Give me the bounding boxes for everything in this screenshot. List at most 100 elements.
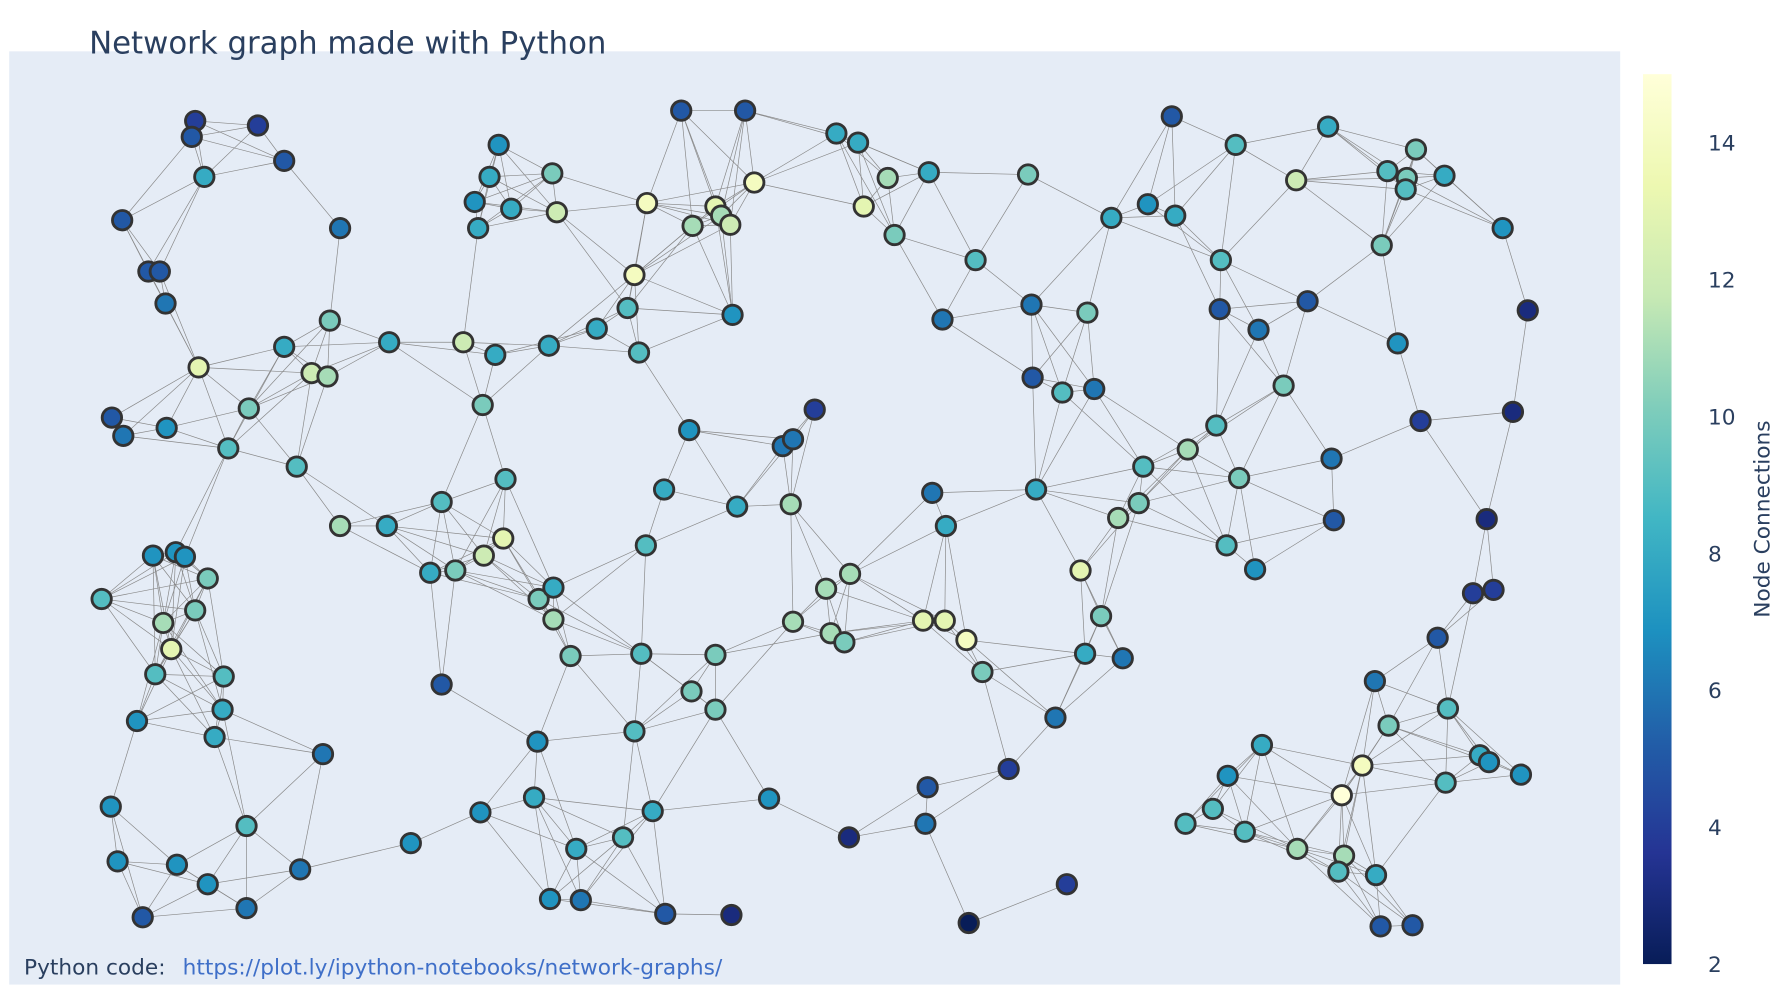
graph-node[interactable] (803, 398, 826, 421)
graph-node[interactable] (781, 610, 805, 633)
graph-node[interactable] (90, 587, 113, 611)
graph-node[interactable] (720, 903, 743, 927)
graph-node[interactable] (1377, 714, 1400, 737)
graph-node[interactable] (1477, 751, 1501, 774)
graph-node[interactable] (99, 795, 122, 818)
graph-node[interactable] (654, 902, 677, 925)
graph-node[interactable] (289, 858, 312, 881)
graph-node[interactable] (484, 343, 507, 366)
graph-node[interactable] (193, 165, 216, 188)
graph-node[interactable] (635, 191, 659, 215)
graph-node[interactable] (235, 897, 258, 920)
graph-node[interactable] (1021, 366, 1044, 389)
graph-node[interactable] (964, 249, 987, 272)
graph-node[interactable] (1322, 509, 1345, 532)
graph-node[interactable] (781, 428, 805, 451)
graph-node[interactable] (165, 853, 189, 876)
graph-node[interactable] (997, 757, 1020, 781)
graph-node[interactable] (494, 468, 517, 491)
graph-node[interactable] (757, 787, 781, 810)
graph-node[interactable] (1020, 293, 1043, 316)
graph-node[interactable] (681, 214, 704, 238)
graph-node[interactable] (1016, 163, 1040, 186)
graph-node[interactable] (430, 490, 453, 514)
graph-node[interactable] (917, 161, 940, 184)
graph-node[interactable] (160, 638, 183, 661)
graph-node[interactable] (585, 317, 608, 340)
graph-node[interactable] (328, 514, 352, 538)
graph-node[interactable] (196, 873, 219, 896)
graph-node[interactable] (522, 786, 546, 809)
graph-node[interactable] (492, 527, 515, 550)
graph-node[interactable] (452, 331, 475, 354)
graph-node[interactable] (527, 587, 550, 611)
graph-node[interactable] (1055, 873, 1078, 896)
graph-node[interactable] (1320, 447, 1343, 470)
graph-node[interactable] (1176, 438, 1199, 461)
graph-node[interactable] (623, 720, 646, 743)
graph-node[interactable] (634, 534, 657, 557)
graph-node[interactable] (487, 133, 510, 157)
graph-node[interactable] (825, 122, 848, 145)
graph-node[interactable] (971, 660, 994, 684)
graph-node[interactable] (500, 197, 523, 220)
graph-node[interactable] (743, 171, 766, 194)
graph-node[interactable] (1247, 318, 1270, 341)
graph-node[interactable] (378, 331, 401, 354)
graph-node[interactable] (537, 334, 560, 357)
graph-node[interactable] (1394, 178, 1417, 201)
graph-node[interactable] (311, 743, 335, 766)
graph-node[interactable] (471, 393, 494, 417)
graph-node[interactable] (1426, 626, 1449, 649)
graph-node[interactable] (1272, 374, 1295, 397)
graph-node[interactable] (883, 223, 906, 247)
graph-node[interactable] (1127, 492, 1150, 515)
graph-node[interactable] (125, 709, 149, 733)
graph-node[interactable] (419, 561, 442, 584)
graph-node[interactable] (725, 495, 749, 518)
graph-node[interactable] (1216, 764, 1239, 787)
graph-node[interactable] (1160, 105, 1183, 128)
graph-node[interactable] (141, 544, 165, 567)
graph-node[interactable] (916, 776, 939, 799)
graph-node[interactable] (1434, 771, 1457, 794)
graph-node[interactable] (203, 725, 226, 749)
graph-node[interactable] (1089, 604, 1113, 628)
graph-node[interactable] (814, 577, 838, 600)
graph-node[interactable] (155, 416, 178, 439)
graph-node[interactable] (472, 544, 495, 567)
graph-node[interactable] (538, 887, 562, 911)
graph-node[interactable] (779, 493, 802, 516)
graph-node[interactable] (144, 663, 167, 686)
graph-node[interactable] (914, 812, 937, 835)
graph-node[interactable] (542, 576, 565, 599)
graph-node[interactable] (1100, 206, 1123, 230)
graph-node[interactable] (131, 906, 154, 929)
graph-node[interactable] (542, 608, 565, 631)
graph-node[interactable] (1376, 160, 1399, 183)
graph-node[interactable] (704, 698, 727, 721)
graph-node[interactable] (235, 814, 258, 838)
graph-node[interactable] (733, 99, 757, 122)
graph-node[interactable] (1491, 217, 1514, 240)
graph-node[interactable] (316, 365, 339, 388)
graph-node[interactable] (623, 263, 646, 287)
graph-node[interactable] (1205, 414, 1228, 437)
graph-node[interactable] (652, 478, 676, 501)
graph-node[interactable] (670, 99, 693, 122)
graph-node[interactable] (616, 296, 639, 320)
graph-node[interactable] (1363, 669, 1387, 693)
graph-node[interactable] (1436, 697, 1460, 720)
graph-node[interactable] (569, 889, 592, 912)
graph-node[interactable] (931, 308, 954, 331)
graph-node[interactable] (1073, 642, 1097, 665)
graph-node[interactable] (469, 801, 492, 824)
graph-node[interactable] (106, 850, 129, 873)
graph-node[interactable] (430, 673, 453, 696)
graph-node[interactable] (187, 356, 210, 379)
graph-node[interactable] (1386, 332, 1409, 355)
graph-node[interactable] (1164, 204, 1187, 227)
graph-node[interactable] (1215, 534, 1238, 557)
graph-node[interactable] (846, 131, 870, 154)
graph-node[interactable] (627, 341, 651, 364)
